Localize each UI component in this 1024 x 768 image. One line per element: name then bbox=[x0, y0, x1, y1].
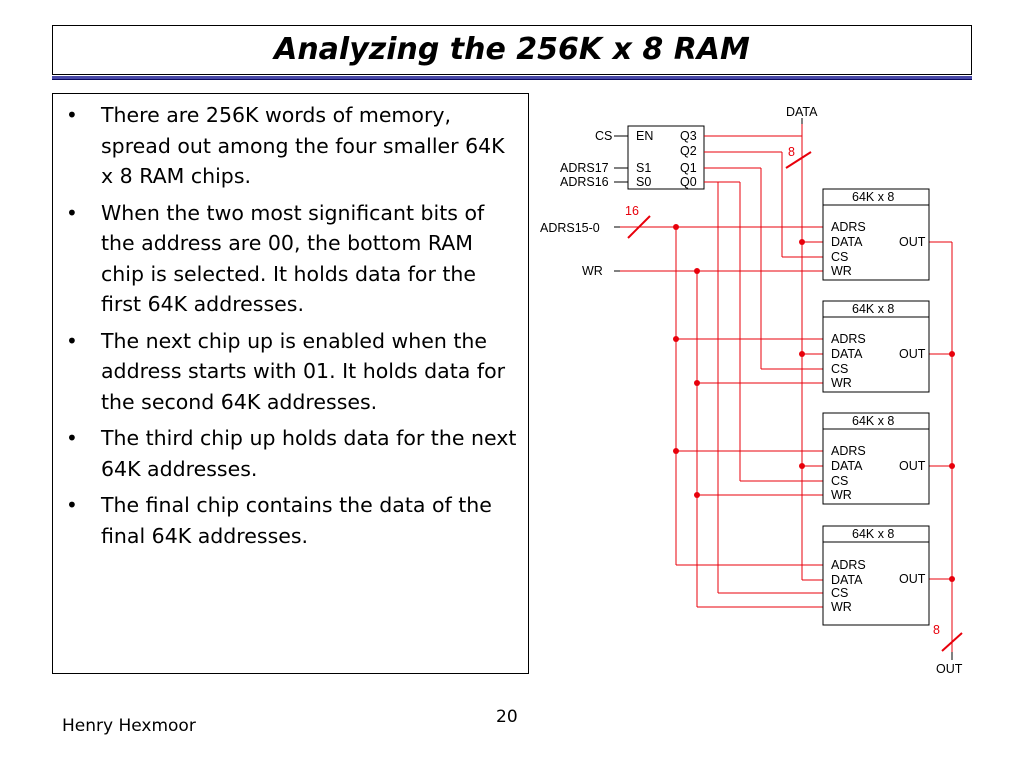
chip-pin-adrs: ADRS bbox=[831, 220, 866, 234]
data-bus-width-label: 8 bbox=[788, 145, 795, 159]
bullet-list: • There are 256K words of memory, spread … bbox=[53, 100, 523, 557]
chip-pin-adrs: ADRS bbox=[831, 444, 866, 458]
decoder-pin-s1: S1 bbox=[636, 161, 651, 175]
bullet-item: • The third chip up holds data for the ne… bbox=[53, 423, 523, 484]
decoder-pin-q1: Q1 bbox=[680, 161, 697, 175]
decoder-pin-q0: Q0 bbox=[680, 175, 697, 189]
decoder-input-stubs bbox=[614, 135, 628, 183]
chip-pin-data: DATA bbox=[831, 235, 863, 249]
chip-pin-out: OUT bbox=[899, 235, 926, 249]
out-bus-label: OUT bbox=[936, 662, 963, 676]
author-name: Henry Hexmoor bbox=[62, 716, 196, 736]
bullet-text: There are 256K words of memory, spread o… bbox=[101, 103, 505, 188]
bullet-marker: • bbox=[66, 426, 78, 450]
signal-wr-label: WR bbox=[582, 264, 603, 278]
data-bus-label: DATA bbox=[786, 105, 818, 119]
bullet-text: The next chip up is enabled when the add… bbox=[101, 328, 506, 414]
bullet-text: When the two most significant bits of th… bbox=[101, 200, 485, 317]
bullet-marker: • bbox=[66, 200, 78, 225]
chip-pin-cs: CS bbox=[831, 474, 848, 488]
chip-pin-adrs: ADRS bbox=[831, 332, 866, 346]
decoder-pin-q2: Q2 bbox=[680, 144, 697, 158]
title-box: Analyzing the 256K x 8 RAM bbox=[52, 25, 972, 75]
chip-pin-out: OUT bbox=[899, 459, 926, 473]
chip-title: 64K x 8 bbox=[852, 302, 894, 316]
bullet-item: • When the two most significant bits of t… bbox=[53, 198, 523, 320]
ram-chip-2: 64K x 8 ADRS DATA CS WR OUT bbox=[822, 300, 930, 393]
chip-pin-cs: CS bbox=[831, 250, 848, 264]
bullet-item: • There are 256K words of memory, spread … bbox=[53, 100, 523, 192]
chip-pin-wr: WR bbox=[831, 488, 852, 502]
decoder-box bbox=[627, 125, 705, 190]
bullet-text: The final chip contains the data of the … bbox=[101, 493, 492, 548]
ram-chip-4: 64K x 8 ADRS DATA CS WR OUT bbox=[822, 525, 930, 626]
bullet-panel: • There are 256K words of memory, spread … bbox=[52, 93, 529, 674]
chip-pin-out: OUT bbox=[899, 347, 926, 361]
red-wiring bbox=[614, 121, 963, 655]
bullet-item: • The final chip contains the data of the… bbox=[53, 490, 523, 551]
signal-adrs15-0-label: ADRS15-0 bbox=[540, 221, 600, 235]
junction-dots bbox=[673, 224, 955, 582]
ram-chip-3: 64K x 8 ADRS DATA CS WR OUT bbox=[822, 412, 930, 505]
title-underline bbox=[52, 76, 972, 80]
chip-pin-wr: WR bbox=[831, 264, 852, 278]
chip-pin-out: OUT bbox=[899, 572, 926, 586]
chip-title: 64K x 8 bbox=[852, 527, 894, 541]
bullet-text: The third chip up holds data for the nex… bbox=[101, 426, 517, 481]
chip-pin-wr: WR bbox=[831, 600, 852, 614]
bullet-marker: • bbox=[66, 493, 78, 517]
bullet-marker: • bbox=[66, 103, 78, 127]
chip-pin-data: DATA bbox=[831, 459, 863, 473]
signal-cs-label: CS bbox=[595, 129, 612, 143]
signal-adrs16-label: ADRS16 bbox=[560, 175, 609, 189]
chip-title: 64K x 8 bbox=[852, 414, 894, 428]
out-bus-width-label: 8 bbox=[933, 623, 940, 637]
chip-pin-adrs: ADRS bbox=[831, 558, 866, 572]
signal-adrs17-label: ADRS17 bbox=[560, 161, 609, 175]
chip-pin-data: DATA bbox=[831, 573, 863, 587]
chip-pin-data: DATA bbox=[831, 347, 863, 361]
address-bus-width-label: 16 bbox=[625, 204, 639, 218]
ram-chip-1: 64K x 8 ADRS DATA CS WR OUT bbox=[822, 188, 930, 281]
chip-title: 64K x 8 bbox=[852, 190, 894, 204]
chip-pin-wr: WR bbox=[831, 376, 852, 390]
black-stubs bbox=[614, 118, 953, 660]
chip-pin-cs: CS bbox=[831, 586, 848, 600]
decoder-pin-en: EN bbox=[636, 129, 653, 143]
chip-pin-cs: CS bbox=[831, 362, 848, 376]
decoder-pin-q3: Q3 bbox=[680, 129, 697, 143]
bullet-marker: • bbox=[66, 328, 78, 353]
bullet-item: • The next chip up is enabled when the ad… bbox=[53, 326, 523, 418]
decoder-pin-s0: S0 bbox=[636, 175, 651, 189]
page-number: 20 bbox=[496, 707, 518, 727]
slide-title: Analyzing the 256K x 8 RAM bbox=[274, 32, 750, 67]
